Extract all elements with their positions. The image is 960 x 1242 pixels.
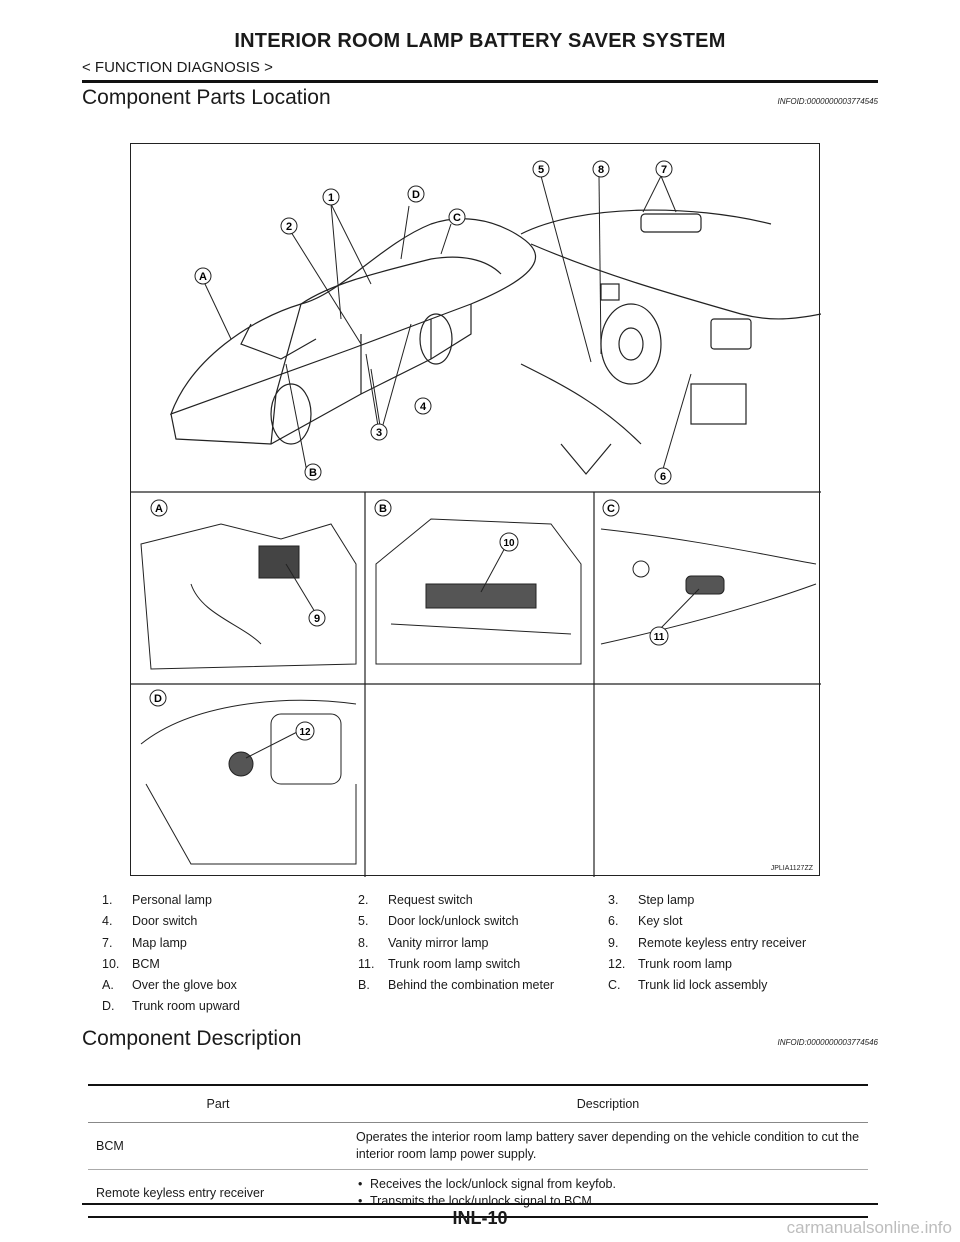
callout-3: 3 [370, 423, 388, 441]
part-cell: Remote keyless entry receiver [96, 1185, 265, 1200]
dashboard-sketch [520, 209, 821, 475]
figure-illustration: 1 2 3 4 5 6 7 8 9 10 11 12 A B C D A B C… [131, 160, 821, 877]
svg-text:B: B [309, 467, 317, 479]
vehicle-sketch [169, 218, 536, 445]
breadcrumb: < FUNCTION DIAGNOSIS > [82, 59, 273, 76]
callout-d: D [407, 185, 425, 203]
svg-text:B: B [379, 503, 387, 515]
svg-text:8: 8 [598, 164, 604, 176]
callout-7: 7 [655, 160, 673, 178]
svg-text:2: 2 [286, 221, 292, 233]
svg-text:1: 1 [328, 192, 334, 204]
svg-text:4: 4 [420, 401, 427, 413]
footer-rule [82, 1203, 878, 1205]
detail-sketch-c [600, 528, 817, 645]
column-header-description: Description [576, 1097, 640, 1111]
info-id: INFOID:0000000003774546 [777, 1038, 878, 1047]
section-title-parts-location: Component Parts Location [82, 86, 331, 109]
callout-11: 11 [649, 626, 669, 646]
callout-9: 9 [308, 609, 326, 627]
component-figure: 1 2 3 4 5 6 7 8 9 10 11 12 A B C D A B C… [130, 143, 821, 877]
watermark: carmanualsonline.info [786, 1218, 952, 1237]
svg-text:D: D [154, 693, 162, 705]
bullet-item: Receives the lock/unlock signal from key… [356, 1176, 860, 1193]
callout-12: 12 [295, 721, 315, 741]
svg-text:5: 5 [538, 164, 544, 176]
section-title-component-description: Component Description [82, 1027, 302, 1050]
document-title: INTERIOR ROOM LAMP BATTERY SAVER SYSTEM [234, 30, 726, 52]
callout-4: 4 [414, 397, 432, 415]
svg-text:10: 10 [503, 538, 515, 549]
callout-6: 6 [654, 467, 672, 485]
info-id: INFOID:0000000003774545 [777, 97, 878, 106]
callout-10: 10 [499, 532, 519, 552]
table-row: BCM Operates the interior room lamp batt… [88, 1123, 868, 1170]
svg-text:A: A [155, 503, 163, 515]
detail-sketch-d [140, 699, 357, 865]
table-header-row: Part Description [88, 1085, 868, 1123]
svg-text:C: C [607, 503, 615, 515]
callout-8: 8 [592, 160, 610, 178]
svg-text:3: 3 [376, 427, 382, 439]
callout-b: B [304, 463, 322, 481]
callout-5: 5 [532, 160, 550, 178]
svg-text:D: D [412, 189, 420, 201]
detail-sketch-a [140, 523, 357, 670]
svg-text:12: 12 [299, 727, 311, 738]
callout-a: A [194, 267, 212, 285]
panel-label-b: B [374, 499, 392, 517]
figure-code: JPLIA1127ZZ [770, 865, 813, 872]
panel-label-a: A [150, 499, 168, 517]
page-number: INL-10 [452, 1208, 508, 1228]
svg-text:9: 9 [314, 613, 320, 625]
svg-text:11: 11 [654, 632, 665, 643]
svg-text:6: 6 [660, 471, 666, 483]
callout-c: C [448, 208, 466, 226]
panel-label-c: C [602, 499, 620, 517]
callout-1: 1 [322, 188, 340, 206]
part-cell: BCM [96, 1138, 124, 1153]
svg-text:7: 7 [661, 164, 667, 176]
svg-text:C: C [453, 212, 461, 224]
svg-text:A: A [199, 271, 207, 283]
callouts: 1 2 3 4 5 6 7 8 9 10 11 12 A B C D A B C… [149, 160, 673, 741]
header-rule [82, 80, 878, 83]
panel-label-d: D [149, 689, 167, 707]
callout-2: 2 [280, 217, 298, 235]
detail-sketch-b [375, 518, 582, 665]
description-table: Part Description BCM Operates the interi… [88, 1084, 868, 1218]
column-header-part: Part [206, 1097, 230, 1111]
description-cell: Operates the interior room lamp battery … [356, 1130, 860, 1161]
